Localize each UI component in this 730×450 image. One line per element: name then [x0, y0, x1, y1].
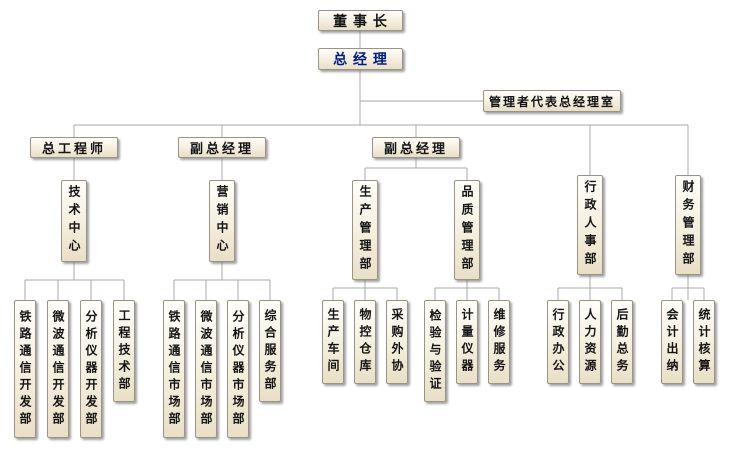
dept-label: 检验与验证: [428, 308, 442, 394]
node-finance-dept-label: 财务管理部: [681, 180, 695, 270]
dept-label: 维修服务: [492, 308, 506, 376]
node-quality-dept-label: 品质管理部: [460, 185, 474, 275]
dept-railway-comm-dev: 铁路通信开发部: [14, 300, 36, 438]
node-quality-dept: 品质管理部: [454, 180, 480, 280]
node-deputy-gm-2: 副总经理: [372, 137, 460, 158]
dept-accounting-cashier: 会计出纳: [661, 300, 683, 384]
node-admin-hr-dept-label: 行政人事部: [583, 180, 597, 270]
dept-maintenance-service: 维修服务: [488, 300, 510, 384]
dept-railway-comm-market: 铁路通信市场部: [163, 300, 185, 438]
dept-microwave-comm-market: 微波通信市场部: [195, 300, 217, 438]
dept-label: 工程技术部: [117, 308, 131, 394]
dept-logistics: 后勤总务: [611, 300, 633, 384]
dept-label: 会计出纳: [665, 308, 679, 376]
node-deputy-gm-1-label: 副总经理: [189, 141, 254, 156]
node-general-manager: 总 经 理: [318, 48, 403, 70]
dept-label: 采购外协: [390, 308, 404, 376]
node-chief-engineer-label: 总工程师: [41, 141, 106, 156]
node-admin-hr-dept: 行政人事部: [577, 175, 603, 275]
dept-statistics-accounting: 统计核算: [693, 300, 715, 384]
node-marketing-center: 营销中心: [209, 180, 235, 262]
dept-purchasing-outsourcing: 采购外协: [386, 300, 408, 384]
dept-analysis-instrument-market: 分析仪器市场部: [227, 300, 249, 438]
node-deputy-gm-2-label: 副总经理: [383, 141, 448, 156]
dept-microwave-comm-dev: 微波通信开发部: [47, 300, 69, 438]
node-marketing-center-label: 营销中心: [215, 185, 229, 257]
dept-label: 铁路通信开发部: [18, 309, 32, 429]
node-deputy-gm-1: 副总经理: [178, 137, 266, 158]
node-rep-office-label: 管理者代表总经理室: [488, 94, 615, 109]
dept-engineering-tech: 工程技术部: [113, 300, 135, 402]
dept-label: 分析仪器市场部: [231, 309, 245, 429]
node-production-dept: 生产管理部: [352, 180, 378, 280]
dept-label: 铁路通信市场部: [167, 309, 181, 429]
dept-label: 物控仓库: [358, 308, 372, 376]
dept-inspection-verification: 检验与验证: [424, 300, 446, 402]
node-general-manager-label: 总 经 理: [333, 51, 388, 67]
dept-production-workshop: 生产车间: [322, 300, 344, 384]
node-tech-center-label: 技术中心: [67, 185, 81, 257]
dept-material-warehouse: 物控仓库: [354, 300, 376, 384]
dept-analysis-instrument-dev: 分析仪器开发部: [80, 300, 102, 438]
node-rep-office: 管理者代表总经理室: [483, 90, 621, 112]
dept-general-service: 综合服务部: [259, 300, 281, 402]
dept-label: 后勤总务: [615, 308, 629, 376]
dept-label: 统计核算: [697, 308, 711, 376]
dept-label: 综合服务部: [263, 308, 277, 394]
node-chairman-label: 董 事 长: [333, 12, 388, 29]
node-chairman: 董 事 长: [318, 10, 403, 31]
dept-label: 行政办公: [551, 308, 565, 376]
node-tech-center: 技术中心: [61, 180, 87, 262]
dept-admin-office: 行政办公: [547, 300, 569, 384]
dept-label: 人力资源: [583, 308, 597, 376]
node-production-dept-label: 生产管理部: [358, 185, 372, 275]
dept-label: 生产车间: [326, 308, 340, 376]
dept-label: 分析仪器开发部: [84, 309, 98, 429]
node-chief-engineer: 总工程师: [30, 137, 118, 158]
dept-human-resources: 人力资源: [579, 300, 601, 384]
dept-label: 微波通信市场部: [199, 309, 213, 429]
node-finance-dept: 财务管理部: [675, 175, 701, 275]
dept-label: 微波通信开发部: [51, 309, 65, 429]
dept-label: 计量仪器: [460, 308, 474, 376]
dept-measuring-instruments: 计量仪器: [456, 300, 478, 384]
